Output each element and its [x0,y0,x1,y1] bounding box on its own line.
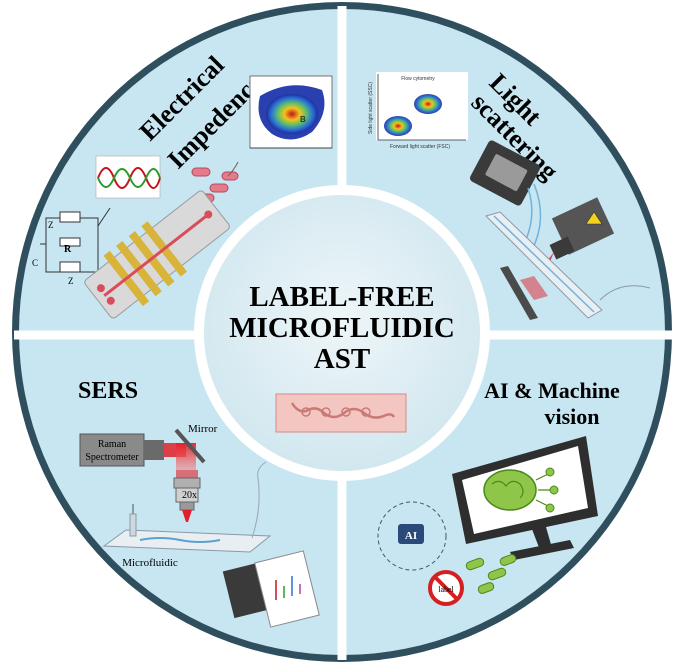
sers-title: SERS [78,378,138,404]
circuit-label-c: C [32,258,38,268]
quadrant-sers: SERS Raman Spectrometer Mirror 20x Mic [78,378,320,628]
beam-into-objective [176,470,198,478]
sers-microfluidic-chip [102,461,272,553]
quadrant-light-scattering: Light scattering Flow cytometry Forward … [368,68,651,320]
circuit-label-r: R [64,244,72,255]
flow-plot-title: Flow cytometry [401,76,435,82]
quadrant-ai-machine-vision: AI & Machine vision AI labe [377,378,620,606]
raman-spectrometer-box [79,433,145,467]
center-chip-icon [275,393,407,433]
flow-plot-xlabel: Forward light scatter (FSC) [390,144,450,150]
center-title-line2: MICROFLUIDIC [229,312,455,344]
plot-cluster-label: B [300,115,306,124]
circuit-label-z2: Z [68,276,74,286]
no-label-text: label [438,585,454,594]
ai-chip-label: AI [405,530,417,542]
ai-chip-icon [377,501,447,571]
center-disc [204,195,480,471]
green-bacteria-icon [465,554,517,594]
impedance-chip-icon [84,190,230,319]
sine-wave-signal [95,155,161,199]
objective-label: 20x [182,490,197,501]
ai-title-line1: AI & Machine [484,378,620,403]
no-label-icon [428,570,464,606]
circuit-label-z1: Z [48,220,54,230]
brain-icon [483,467,559,513]
center-title-line1: LABEL-FREE [249,281,434,313]
mirror-label: Mirror [188,423,218,435]
scattering-chip-icon [485,211,651,320]
mirror-icon [174,428,206,464]
microfluidic-label: Microfluidic [122,557,178,569]
equivalent-circuit-icon [40,207,111,273]
spectrometer-port [144,440,164,460]
impedance-density-plot: B [249,75,333,149]
raman-label-line1: Raman [98,439,126,450]
raman-label-line2: Spectrometer [85,452,139,463]
detector-device-icon [470,140,542,251]
ai-title-line2: vision [544,404,599,429]
laser-source-icon [549,197,615,260]
center-title-line3: AST [314,343,370,375]
flow-cytometry-plot [376,72,468,141]
computer-spectrum-icon [222,550,320,628]
flow-plot-ylabel: Side light scatter (SSC) [368,82,374,134]
